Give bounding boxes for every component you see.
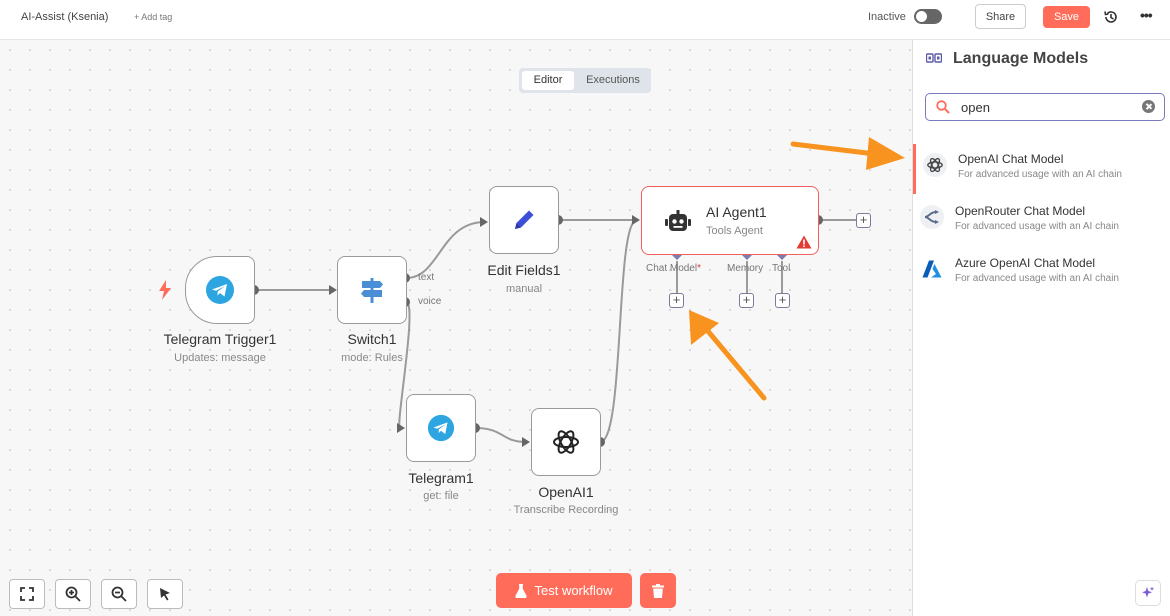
signpost-icon [361,278,383,303]
share-button[interactable]: Share [975,4,1026,29]
ai-assistant-button[interactable] [1135,580,1161,606]
telegram-trigger-title: Telegram Trigger1 [163,331,277,347]
search-icon [936,100,950,114]
telegram-trigger-node[interactable] [185,256,255,324]
add-memory-button[interactable]: + [739,293,754,308]
zoom-in-icon [65,586,81,602]
top-bar: AI-Assist (Ksenia) + Add tag Inactive Sh… [0,0,1170,40]
add-chat-model-button[interactable]: + [669,293,684,308]
switch-node[interactable] [337,256,407,324]
pencil-icon [515,210,534,229]
openai-icon [553,430,579,454]
ai-agent-node[interactable]: AI Agent1 Tools Agent [641,186,819,255]
telegram-icon [206,276,234,304]
result-description: For advanced usage with an AI chain [958,169,1122,180]
openai-title: OpenAI1 [538,484,594,500]
edit-fields-node[interactable] [489,186,559,254]
openrouter-icon [920,205,944,229]
flask-icon [515,583,528,598]
zoom-out-button[interactable] [101,579,137,609]
node-creator-panel: Language Models OpenAI Chat Model For ad… [912,40,1170,616]
test-workflow-label: Test workflow [534,583,613,598]
trash-icon [652,583,664,598]
telegram-node[interactable] [406,394,476,462]
openai-icon [923,153,947,177]
result-title: Azure OpenAI Chat Model [955,256,1096,270]
save-button[interactable]: Save [1043,6,1090,28]
switch-output-text-label: text [418,272,435,283]
more-options-icon[interactable]: ••• [1140,7,1153,23]
fit-view-icon [20,587,34,601]
telegram-title: Telegram1 [408,470,474,486]
switch-subtitle: mode: Rules [341,352,403,364]
tab-editor[interactable]: Editor [522,71,574,90]
result-title: OpenRouter Chat Model [955,204,1086,218]
edit-fields-title: Edit Fields1 [487,262,561,278]
openai-node[interactable] [531,408,601,476]
language-models-icon [926,53,942,63]
fit-view-button[interactable] [9,579,45,609]
zoom-out-icon [111,586,127,602]
history-icon[interactable] [1103,9,1119,25]
telegram-icon [427,414,455,442]
chat-model-port-label: Chat Model* [646,263,702,274]
azure-icon [920,257,944,281]
sparkle-icon [1142,586,1155,598]
search-box[interactable] [925,93,1165,121]
ai-agent-title: AI Agent1 [706,204,767,220]
add-tool-button[interactable]: + [775,293,790,308]
select-mode-button[interactable] [147,579,183,609]
cursor-icon [160,588,170,601]
active-status-label: Inactive [868,11,906,23]
result-description: For advanced usage with an AI chain [955,221,1119,232]
clear-search-icon[interactable] [1142,100,1155,113]
workflow-canvas[interactable]: Editor Executions [0,40,912,616]
openai-subtitle: Transcribe Recording [513,504,619,516]
telegram-subtitle: get: file [423,490,459,502]
warning-icon[interactable] [796,235,812,249]
robot-icon [665,210,691,231]
telegram-trigger-subtitle: Updates: message [174,352,266,364]
switch-title: Switch1 [347,331,397,347]
active-toggle[interactable] [914,9,942,24]
memory-port-label: Memory [727,263,764,274]
ai-agent-subtitle: Tools Agent [706,225,763,237]
add-tag-link[interactable]: + Add tag [134,12,173,22]
zoom-in-button[interactable] [55,579,91,609]
panel-title: Language Models [953,50,1089,67]
workflow-name[interactable]: AI-Assist (Ksenia) [21,11,109,23]
view-tabs: Editor Executions [519,68,651,93]
result-title: OpenAI Chat Model [958,152,1064,166]
switch-output-voice-label: voice [418,296,442,307]
add-next-node-button[interactable]: + [856,213,871,228]
search-input[interactable] [961,98,1131,117]
delete-button[interactable] [640,573,676,608]
tool-port-label: Tool [772,263,791,274]
trigger-bolt-icon [159,280,171,300]
required-asterisk: * [697,263,702,274]
result-description: For advanced usage with an AI chain [955,273,1119,284]
result-azure-openai-chat-model[interactable]: Azure OpenAI Chat Model For advanced usa… [913,248,1170,298]
connections-layer [249,215,856,447]
test-workflow-button[interactable]: Test workflow [496,573,632,608]
result-openai-chat-model[interactable]: OpenAI Chat Model For advanced usage wit… [913,144,1170,194]
result-openrouter-chat-model[interactable]: OpenRouter Chat Model For advanced usage… [913,196,1170,246]
edit-fields-subtitle: manual [505,283,543,295]
tab-executions[interactable]: Executions [586,74,640,86]
